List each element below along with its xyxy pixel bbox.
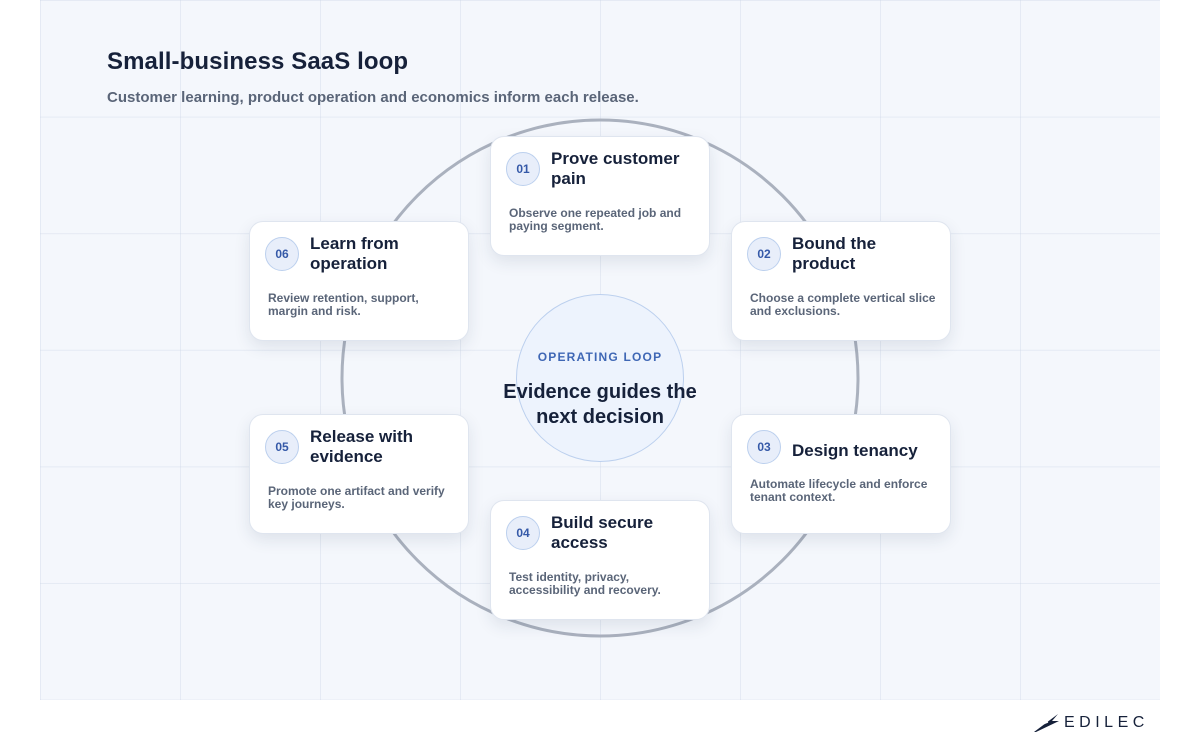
brand-logo: EDILEC (1032, 712, 1149, 734)
step-number-badge: 05 (265, 430, 299, 464)
step-description: Review retention, support, margin and ri… (268, 291, 419, 318)
step-number-badge: 04 (506, 516, 540, 550)
loop-circle (340, 118, 860, 638)
page-subtitle: Customer learning, product operation and… (107, 89, 639, 106)
step-description: Test identity, privacy, accessibility an… (509, 570, 661, 597)
step-card-6: 06 Learn from operation Review retention… (249, 221, 469, 341)
step-description: Automate lifecycle and enforce tenant co… (750, 477, 928, 504)
edilec-logo-icon (1034, 714, 1059, 732)
step-card-1: 01 Prove customer pain Observe one repea… (490, 136, 710, 256)
step-card-2: 02 Bound the product Choose a complete v… (731, 221, 951, 341)
brand-name: EDILEC (1064, 714, 1149, 731)
step-description: Choose a complete vertical slice and exc… (750, 291, 936, 318)
step-card-4: 04 Build secure access Test identity, pr… (490, 500, 710, 620)
step-number-badge: 06 (265, 237, 299, 271)
step-number-badge: 03 (747, 430, 781, 464)
step-title: Design tenancy (792, 441, 918, 460)
center-hub: OPERATING LOOP (516, 294, 684, 462)
center-kicker: OPERATING LOOP (537, 350, 663, 364)
page-title: Small-business SaaS loop (107, 48, 409, 75)
step-title: Learn from operation (310, 234, 399, 273)
step-title: Release with evidence (310, 427, 413, 466)
step-description: Promote one artifact and verify key jour… (268, 484, 445, 511)
step-card-5: 05 Release with evidence Promote one art… (249, 414, 469, 534)
step-number-badge: 01 (506, 152, 540, 186)
center-statement: Evidence guides the next decision (503, 381, 697, 428)
step-title: Build secure access (551, 513, 654, 552)
step-title: Bound the product (792, 234, 877, 273)
step-description: Observe one repeated job and paying segm… (509, 206, 682, 233)
step-number-badge: 02 (747, 237, 781, 271)
step-title: Prove customer pain (551, 149, 680, 188)
step-card-3: 03 Design tenancy Automate lifecycle and… (731, 414, 951, 534)
